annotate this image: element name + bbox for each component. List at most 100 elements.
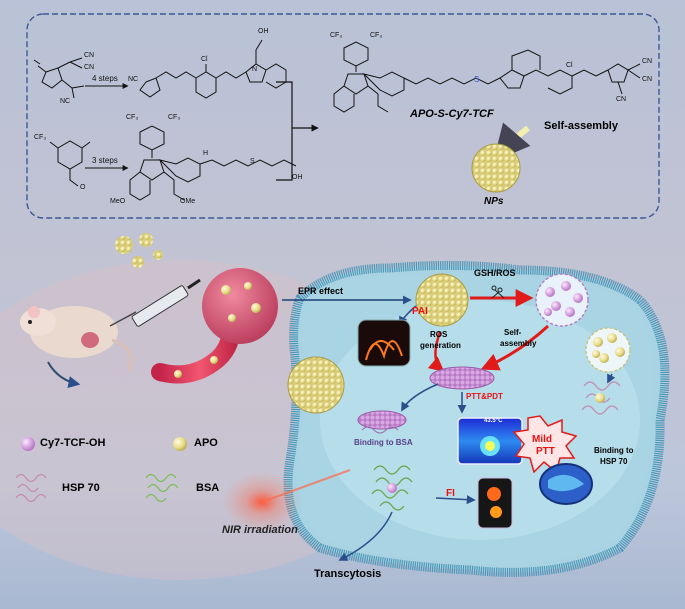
bsa-binding-disk — [357, 410, 407, 430]
cn-label-4: CN — [642, 76, 653, 83]
route2-steps-label: 3 steps — [92, 156, 118, 165]
s-label-1: S — [250, 158, 255, 165]
scissors-icon — [491, 285, 505, 299]
pai-signal — [365, 340, 403, 361]
cf3-label-5: CF₃ — [370, 32, 383, 39]
hsp70-apo-bound — [595, 393, 605, 403]
gsh-ros-label: GSH/ROS — [474, 268, 516, 278]
ros-generation-label-2: generation — [420, 341, 461, 350]
pai-image — [357, 319, 411, 367]
apo-s-cy7-tcf-structure — [333, 41, 641, 113]
fi-arrow — [435, 495, 476, 505]
route1-steps-label: 4 steps — [92, 74, 118, 83]
meo-label-1: MeO — [110, 198, 126, 205]
syringe-illustration — [109, 278, 201, 327]
cl-label-2: Cl — [566, 62, 573, 69]
cf3-label-4: CF₃ — [330, 32, 343, 39]
np-floating-4 — [153, 250, 163, 260]
transcytosis-arrow — [338, 511, 393, 561]
nps-label: NPs — [484, 196, 504, 207]
tumor-np-2 — [244, 282, 252, 290]
apo-acid-structure — [129, 125, 297, 201]
fi-signal-2 — [490, 506, 502, 518]
synthesis-panel — [26, 13, 660, 219]
cy7-molecules — [544, 281, 583, 317]
fi-image — [477, 477, 513, 529]
nir-beam — [261, 469, 351, 503]
mild-ptt-label-1: Mild — [532, 434, 552, 445]
n-label-1: N — [252, 66, 258, 73]
mouse-illustration — [20, 306, 133, 373]
bsa-arrow — [401, 383, 439, 412]
legend-hsp70-label: HSP 70 — [62, 482, 100, 494]
pai-label: PAI — [412, 306, 428, 317]
tumor-np-4 — [228, 314, 236, 322]
benzaldehyde-structure — [49, 140, 91, 187]
cf3-label-1: CF₃ — [34, 134, 47, 141]
tcf-acceptor-structure — [33, 57, 85, 99]
cl-label-1: Cl — [201, 56, 208, 63]
self-assembly-label: Self-assembly — [544, 120, 618, 132]
temperature-label: 43.5°C — [484, 418, 503, 424]
mild-ptt-burst — [512, 415, 578, 474]
mouse-down-arrow — [47, 361, 81, 388]
cy7-tcf-oh-structure — [139, 39, 287, 99]
np-floating-3 — [132, 256, 144, 268]
ptt-pdt-label: PTT&PDT — [466, 392, 503, 401]
thermal-hotspot-core — [485, 441, 495, 451]
fi-signal-1 — [487, 487, 501, 501]
ome-label-1: OMe — [180, 198, 196, 205]
legend-cy7-icon — [21, 437, 35, 451]
oh-label: OH — [258, 28, 269, 35]
self-assembly-cell-label-2: assembly — [500, 339, 537, 348]
legend-apo-icon — [173, 437, 187, 451]
ros-generation-label-1: ROS — [430, 330, 448, 339]
tumor-np-1 — [221, 285, 231, 295]
nc-label-2: NC — [60, 98, 71, 105]
ros-generation-arrow — [427, 331, 445, 372]
self-assembly-cell-label-1: Self- — [504, 328, 522, 337]
sulfur-atom: S — [474, 75, 479, 84]
legend-hsp70-icon — [15, 473, 47, 503]
organelle — [539, 463, 593, 505]
oh-label-2: OH — [292, 174, 303, 181]
binding-bsa-label: Binding to BSA — [354, 438, 413, 447]
transcytosis-label: Transcytosis — [314, 568, 382, 580]
product-name: APO-S-Cy7-TCF — [410, 108, 494, 120]
bracket — [276, 81, 318, 181]
cf3-label-2: CF₃ — [126, 114, 139, 121]
self-assembly-loop-arrow — [480, 324, 550, 371]
h-label: H — [203, 150, 209, 157]
edge-np — [287, 356, 345, 414]
vessel-np-2 — [210, 356, 218, 364]
np-floating-1 — [115, 236, 133, 254]
bsa-binding-protein — [361, 426, 399, 434]
mild-ptt-label-2: PTT — [536, 446, 555, 457]
tumor — [202, 268, 278, 344]
cf3-label-3: CF₃ — [168, 114, 181, 121]
nir-irradiation-label: NIR irradiation — [222, 524, 298, 536]
fi-label: FI — [446, 488, 455, 499]
cn-label-1: CN — [84, 52, 95, 59]
o-label-aldehyde: O — [80, 184, 86, 191]
tumor-np-3 — [251, 303, 261, 313]
bsa-cy7-bound — [387, 483, 397, 493]
legend-apo-label: APO — [194, 437, 218, 449]
nc-label-1: NC — [128, 76, 139, 83]
legend-bsa-label: BSA — [196, 482, 220, 494]
cy7-aggregate-disk — [429, 366, 495, 390]
epr-effect-label: EPR effect — [298, 286, 344, 296]
legend-bsa-icon — [145, 473, 179, 503]
apo-molecules — [592, 333, 625, 363]
cn-label-3: CN — [642, 58, 653, 65]
cn-label-2: CN — [84, 64, 95, 71]
np-floating-2 — [139, 233, 153, 247]
cell-np — [415, 273, 469, 327]
binding-hsp-label-2: HSP 70 — [600, 457, 628, 466]
np-sphere — [471, 143, 521, 193]
binding-hsp-label-1: Binding to — [594, 446, 634, 455]
vessel-np-1 — [174, 370, 182, 378]
cn-label-5: CN — [616, 96, 627, 103]
legend-cy7-label: Cy7-TCF-OH — [40, 437, 106, 449]
hsp70-arrow — [607, 373, 616, 384]
